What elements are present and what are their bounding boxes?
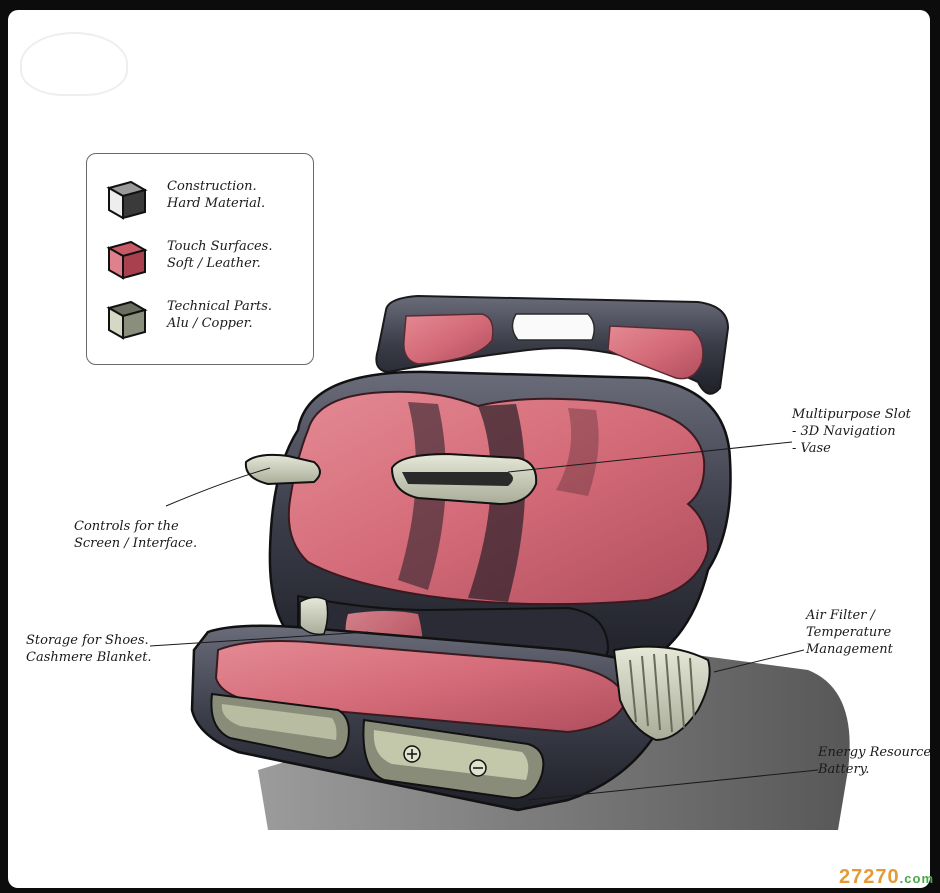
sketch-canvas: Construction. Hard Material. Touch Surfa… [8,10,930,888]
callout-storage: Storage for Shoes. Cashmere Blanket. [26,632,152,666]
legend-label-line1: Construction. [167,179,257,194]
callout-multipurpose-slot: Multipurpose Slot - 3D Navigation - Vase [792,406,911,457]
legend-label-line2: Alu / Copper. [167,316,253,331]
material-legend: Construction. Hard Material. Touch Surfa… [86,153,314,365]
grey-cube-icon [106,180,148,220]
watermark: 27270.com [839,866,934,889]
leader-energy [527,769,819,801]
faded-logo-icon [20,32,128,96]
legend-item-construction: Construction. Hard Material. [101,174,301,224]
callout-line: - 3D Navigation [792,424,896,439]
red-cube-icon [106,240,148,280]
control-knob [244,453,321,486]
legend-label-line1: Technical Parts. [167,299,273,314]
legend-label-line2: Soft / Leather. [167,256,261,271]
leader-controls [165,467,271,507]
leader-airfilter [713,649,805,673]
left-vent [299,596,329,636]
visor-center-window [511,313,595,341]
callout-line: Temperature [806,625,892,640]
callout-controls: Controls for the Screen / Interface. [74,518,197,552]
callout-line: - Vase [792,441,831,456]
callout-line: Multipurpose Slot [792,407,911,422]
watermark-main: 27270 [839,866,900,888]
callout-line: Screen / Interface. [74,536,198,551]
air-filter-vent [612,645,711,742]
callout-line: Storage for Shoes. [26,633,149,648]
callout-line: Air Filter / [806,608,875,623]
callout-line: Management [806,642,893,657]
leader-multipurpose [507,441,793,473]
leader-storage [149,631,369,647]
legend-item-touch-surfaces: Touch Surfaces. Soft / Leather. [101,234,301,284]
visor-left-pad [403,313,494,365]
legend-label-line1: Touch Surfaces. [167,239,273,254]
watermark-suffix: .com [899,871,934,886]
callout-line: Controls for the [74,519,179,534]
visor-right-pad [607,325,704,380]
callout-air-filter: Air Filter / Temperature Management [806,607,893,658]
callout-energy: Energy Resource. Battery. [818,744,930,778]
console-sketch-illustration [149,294,850,830]
legend-item-technical-parts: Technical Parts. Alu / Copper. [101,294,301,344]
callout-line: Cashmere Blanket. [26,650,152,665]
silver-cube-icon [106,300,148,340]
callout-line: Battery. [818,762,870,777]
legend-label-line2: Hard Material. [167,196,266,211]
callout-line: Energy Resource. [818,745,930,760]
